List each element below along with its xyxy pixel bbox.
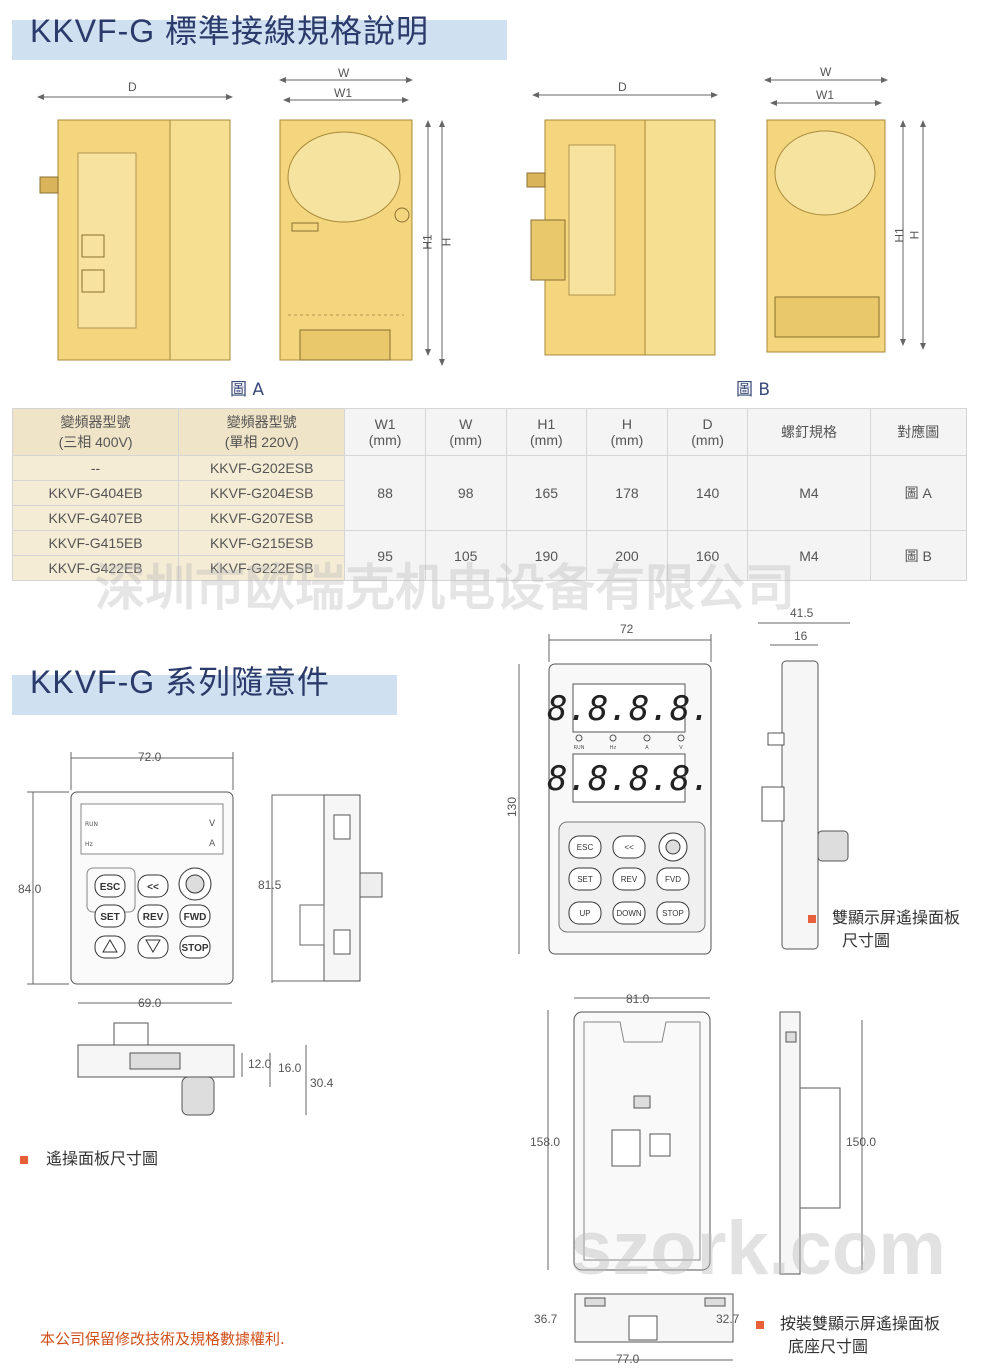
dim-dual-height: 130 — [505, 796, 520, 818]
figure-a-label: 圖 A — [230, 380, 265, 400]
figure-b-drawing — [526, 77, 926, 356]
svg-text:UP: UP — [579, 909, 590, 918]
col-header-400v: 變頻器型號(三相 400V) — [11, 408, 180, 456]
section1-title: KKVF-G 標準接線規格說明 — [30, 13, 430, 49]
col-header-220v: 變頻器型號(單相 220V) — [178, 408, 346, 456]
col-header-h: H(mm) — [586, 408, 668, 456]
col-header-w1: W1(mm) — [344, 408, 426, 456]
spec-table: 變頻器型號(三相 400V) 變頻器型號(單相 220V) W1(mm) W(m… — [11, 408, 968, 581]
dim-base-right: 32.7 — [716, 1312, 740, 1326]
table-header-row: 變頻器型號(三相 400V) 變頻器型號(單相 220V) W1(mm) W(m… — [11, 408, 968, 456]
dim-b-h: H — [907, 230, 922, 240]
dim-a-h: H — [439, 237, 454, 247]
dim-b-w: W — [820, 65, 832, 79]
svg-text:A: A — [209, 839, 216, 849]
dim-panel-t3: 30.4 — [310, 1076, 334, 1090]
svg-text:8.8.8.8.: 8.8.8.8. — [547, 759, 711, 799]
svg-text:ESC: ESC — [100, 882, 121, 893]
figure-b-label: 圖 B — [736, 380, 771, 400]
dual-display-caption: 雙顯示屏遙操面板 尺寸圖 — [808, 906, 960, 952]
remote-panel-bottom-drawing — [77, 1002, 307, 1116]
dim-b-d: D — [618, 80, 627, 94]
dim-a-w1: W1 — [334, 86, 352, 100]
svg-text:DOWN: DOWN — [616, 909, 642, 918]
dim-panel-height: 84.0 — [18, 882, 42, 896]
svg-text:SET: SET — [577, 875, 593, 884]
section2-header-band — [12, 675, 397, 715]
section2-title: KKVF-G 系列隨意件 — [30, 664, 331, 700]
svg-text:A: A — [645, 745, 649, 751]
dim-base-bottom-width: 77.0 — [616, 1352, 640, 1366]
base-bottom-drawing — [574, 1293, 734, 1361]
svg-text:<<: << — [624, 843, 634, 852]
svg-text:V: V — [209, 819, 216, 829]
dim-dual-side2: 16 — [794, 629, 808, 643]
small-keypad: ESC << SET REV FWD STOP — [94, 867, 212, 959]
dim-base-width: 81.0 — [626, 992, 650, 1006]
dim-panel-width: 72.0 — [138, 750, 162, 764]
dim-a-d: D — [128, 80, 137, 94]
bullet-icon — [808, 914, 816, 923]
svg-text:REV: REV — [621, 875, 638, 884]
svg-text:FWD: FWD — [184, 912, 207, 923]
dim-panel-bottom-width: 69.0 — [138, 996, 162, 1010]
dim-b-h1: H1 — [892, 227, 907, 243]
figure-a-drawing — [37, 77, 445, 366]
svg-text:STOP: STOP — [181, 943, 208, 954]
dim-a-h1: H1 — [420, 234, 435, 250]
dim-dual-side1: 41.5 — [790, 606, 814, 620]
dim-dual-width: 72 — [620, 622, 634, 636]
base-caption: 按裝雙顯示屏遙操面板 底座尺寸圖 — [756, 1312, 940, 1358]
col-header-screw: 螺釘規格 — [747, 408, 871, 456]
base-front-drawing — [547, 997, 711, 1271]
dim-base-side: 150.0 — [846, 1135, 877, 1149]
dim-base-height: 158.0 — [530, 1135, 561, 1149]
dim-b-w1: W1 — [816, 88, 834, 102]
svg-text:STOP: STOP — [662, 909, 684, 918]
dim-a-w: W — [338, 66, 350, 80]
table-row: -- KKVF-G202ESB 88 98 165 178 140 M4 圖 A — [11, 455, 968, 531]
col-header-h1: H1(mm) — [505, 408, 588, 456]
svg-text:Hz: Hz — [610, 745, 617, 751]
section1-header-band — [12, 20, 507, 60]
svg-text:8.8.8.8.: 8.8.8.8. — [547, 689, 711, 729]
table-row: KKVF-G415EB KKVF-G215ESB 95 105 190 200 … — [11, 530, 968, 581]
table-row: KKVF-G422EB KKVF-G222ESB — [11, 555, 967, 581]
table-row: KKVF-G407EB KKVF-G207ESB — [11, 505, 967, 531]
svg-text:SET: SET — [100, 912, 119, 923]
col-header-d: D(mm) — [666, 408, 749, 456]
base-side-drawing — [779, 1011, 863, 1275]
svg-text:V: V — [679, 745, 683, 751]
footer-disclaimer: 本公司保留修改技術及規格數據權利. — [40, 1330, 285, 1348]
dim-panel-t2: 16.0 — [278, 1061, 302, 1075]
svg-text:REV: REV — [143, 912, 164, 923]
dual-display-panel-drawing: 8.8.8.8. 8.8.8.8. RUN Hz A V ESC << SET … — [518, 634, 712, 955]
dim-panel-side: 81.5 — [258, 878, 282, 892]
bullet-icon — [756, 1320, 764, 1329]
dim-base-left: 36.7 — [534, 1312, 558, 1326]
svg-text:<<: << — [147, 882, 159, 893]
dual-keypad: ESC << SET REV FVD UP DOWN STOP — [568, 832, 690, 925]
bullet-icon — [20, 1155, 28, 1164]
dim-panel-t1: 12.0 — [248, 1057, 272, 1071]
remote-panel-side-drawing — [271, 794, 383, 983]
col-header-figure: 對應圖 — [869, 408, 968, 456]
svg-text:ESC: ESC — [577, 843, 594, 852]
col-header-w: W(mm) — [424, 408, 507, 456]
remote-panel-front-drawing: RUN Hz V A ESC << SET REV FWD STOP — [27, 752, 234, 985]
svg-text:RUN: RUN — [574, 745, 585, 751]
table-row: KKVF-G404EB KKVF-G204ESB — [11, 480, 967, 506]
svg-text:RUN: RUN — [85, 821, 98, 828]
svg-text:FVD: FVD — [665, 875, 681, 884]
dual-display-side-drawing — [758, 622, 850, 950]
svg-text:Hz: Hz — [85, 841, 93, 848]
remote-panel-caption: 遙操面板尺寸圖 — [20, 1145, 158, 1169]
